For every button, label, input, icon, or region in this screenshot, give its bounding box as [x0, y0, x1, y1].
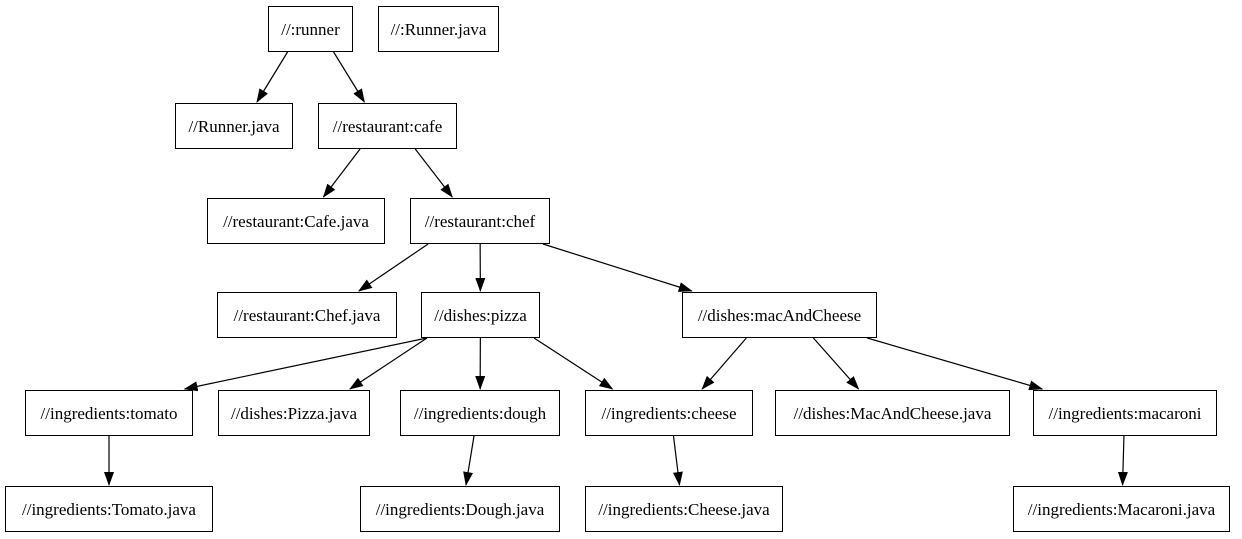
edge-runner-to-runner-java — [256, 51, 289, 103]
graph-node-macaroni: //ingredients:macaroni — [1033, 390, 1217, 436]
node-label: //:runner — [281, 19, 340, 39]
node-label: //ingredients:Tomato.java — [22, 499, 196, 519]
node-label: //ingredients:dough — [413, 403, 547, 423]
node-label: //ingredients:macaroni — [1048, 403, 1202, 423]
graph-node-cheese: //ingredients:cheese — [585, 390, 753, 436]
node-label: //restaurant:chef — [424, 211, 536, 231]
graph-node-cafe-java: //restaurant:Cafe.java — [207, 198, 385, 244]
node-label: //ingredients:cheese — [601, 403, 737, 423]
graph-node-dough-java: //ingredients:Dough.java — [360, 486, 560, 532]
edge-pizza-to-tomato — [183, 337, 428, 392]
graph-node-cafe: //restaurant:cafe — [318, 103, 457, 149]
graph-node-chef: //restaurant:chef — [410, 198, 550, 244]
graph-node-runner: //:runner — [268, 6, 353, 52]
edge-pizza-to-pizza-java — [349, 337, 428, 390]
graph-node-dough: //ingredients:dough — [400, 390, 560, 436]
graph-node-runner-java-top: //:Runner.java — [378, 6, 499, 52]
edge-mac-and-cheese-to-macaroni — [867, 337, 1044, 391]
edge-mac-and-cheese-to-mac-and-cheese-java — [812, 337, 860, 390]
graph-node-chef-java: //restaurant:Chef.java — [217, 292, 397, 338]
node-label: //ingredients:tomato — [40, 403, 178, 423]
graph-node-tomato-java: //ingredients:Tomato.java — [5, 486, 213, 532]
node-label: //:Runner.java — [390, 19, 487, 39]
graph-node-mac-and-cheese-java: //dishes:MacAndCheese.java — [775, 390, 1010, 436]
graph-node-mac-and-cheese: //dishes:macAndCheese — [682, 292, 877, 338]
node-label: //dishes:Pizza.java — [230, 403, 358, 423]
edge-macaroni-to-macaroni-java — [1117, 435, 1128, 486]
edge-mac-and-cheese-to-cheese — [701, 337, 747, 390]
edge-cafe-to-chef — [414, 148, 453, 198]
node-label: //restaurant:Cafe.java — [223, 211, 369, 231]
edge-runner-to-cafe — [333, 51, 365, 103]
edge-cafe-to-cafe-java — [322, 148, 361, 198]
graph-node-cheese-java: //ingredients:Cheese.java — [585, 486, 783, 532]
edge-dough-to-dough-java — [463, 435, 475, 486]
graph-node-pizza-java: //dishes:Pizza.java — [218, 390, 370, 436]
node-label: //ingredients:Macaroni.java — [1027, 499, 1216, 519]
graph-node-macaroni-java: //ingredients:Macaroni.java — [1013, 486, 1230, 532]
node-label: //dishes:macAndCheese — [697, 305, 862, 325]
node-label: //restaurant:Chef.java — [233, 305, 381, 325]
node-label: //ingredients:Cheese.java — [598, 499, 770, 519]
edge-chef-to-mac-and-cheese — [542, 243, 693, 292]
graph-node-tomato: //ingredients:tomato — [25, 390, 193, 436]
node-label: //dishes:MacAndCheese.java — [793, 403, 992, 423]
graph-node-runner-java: //Runner.java — [175, 103, 293, 149]
node-label: //dishes:pizza — [434, 305, 527, 325]
node-label: //restaurant:cafe — [332, 116, 443, 136]
edge-pizza-to-cheese — [533, 337, 614, 390]
edge-chef-to-chef-java — [358, 243, 429, 292]
graph-node-pizza: //dishes:pizza — [421, 292, 540, 338]
edge-cheese-to-cheese-java — [672, 435, 683, 486]
node-label: //ingredients:Dough.java — [375, 499, 545, 519]
node-label: //Runner.java — [188, 116, 280, 136]
